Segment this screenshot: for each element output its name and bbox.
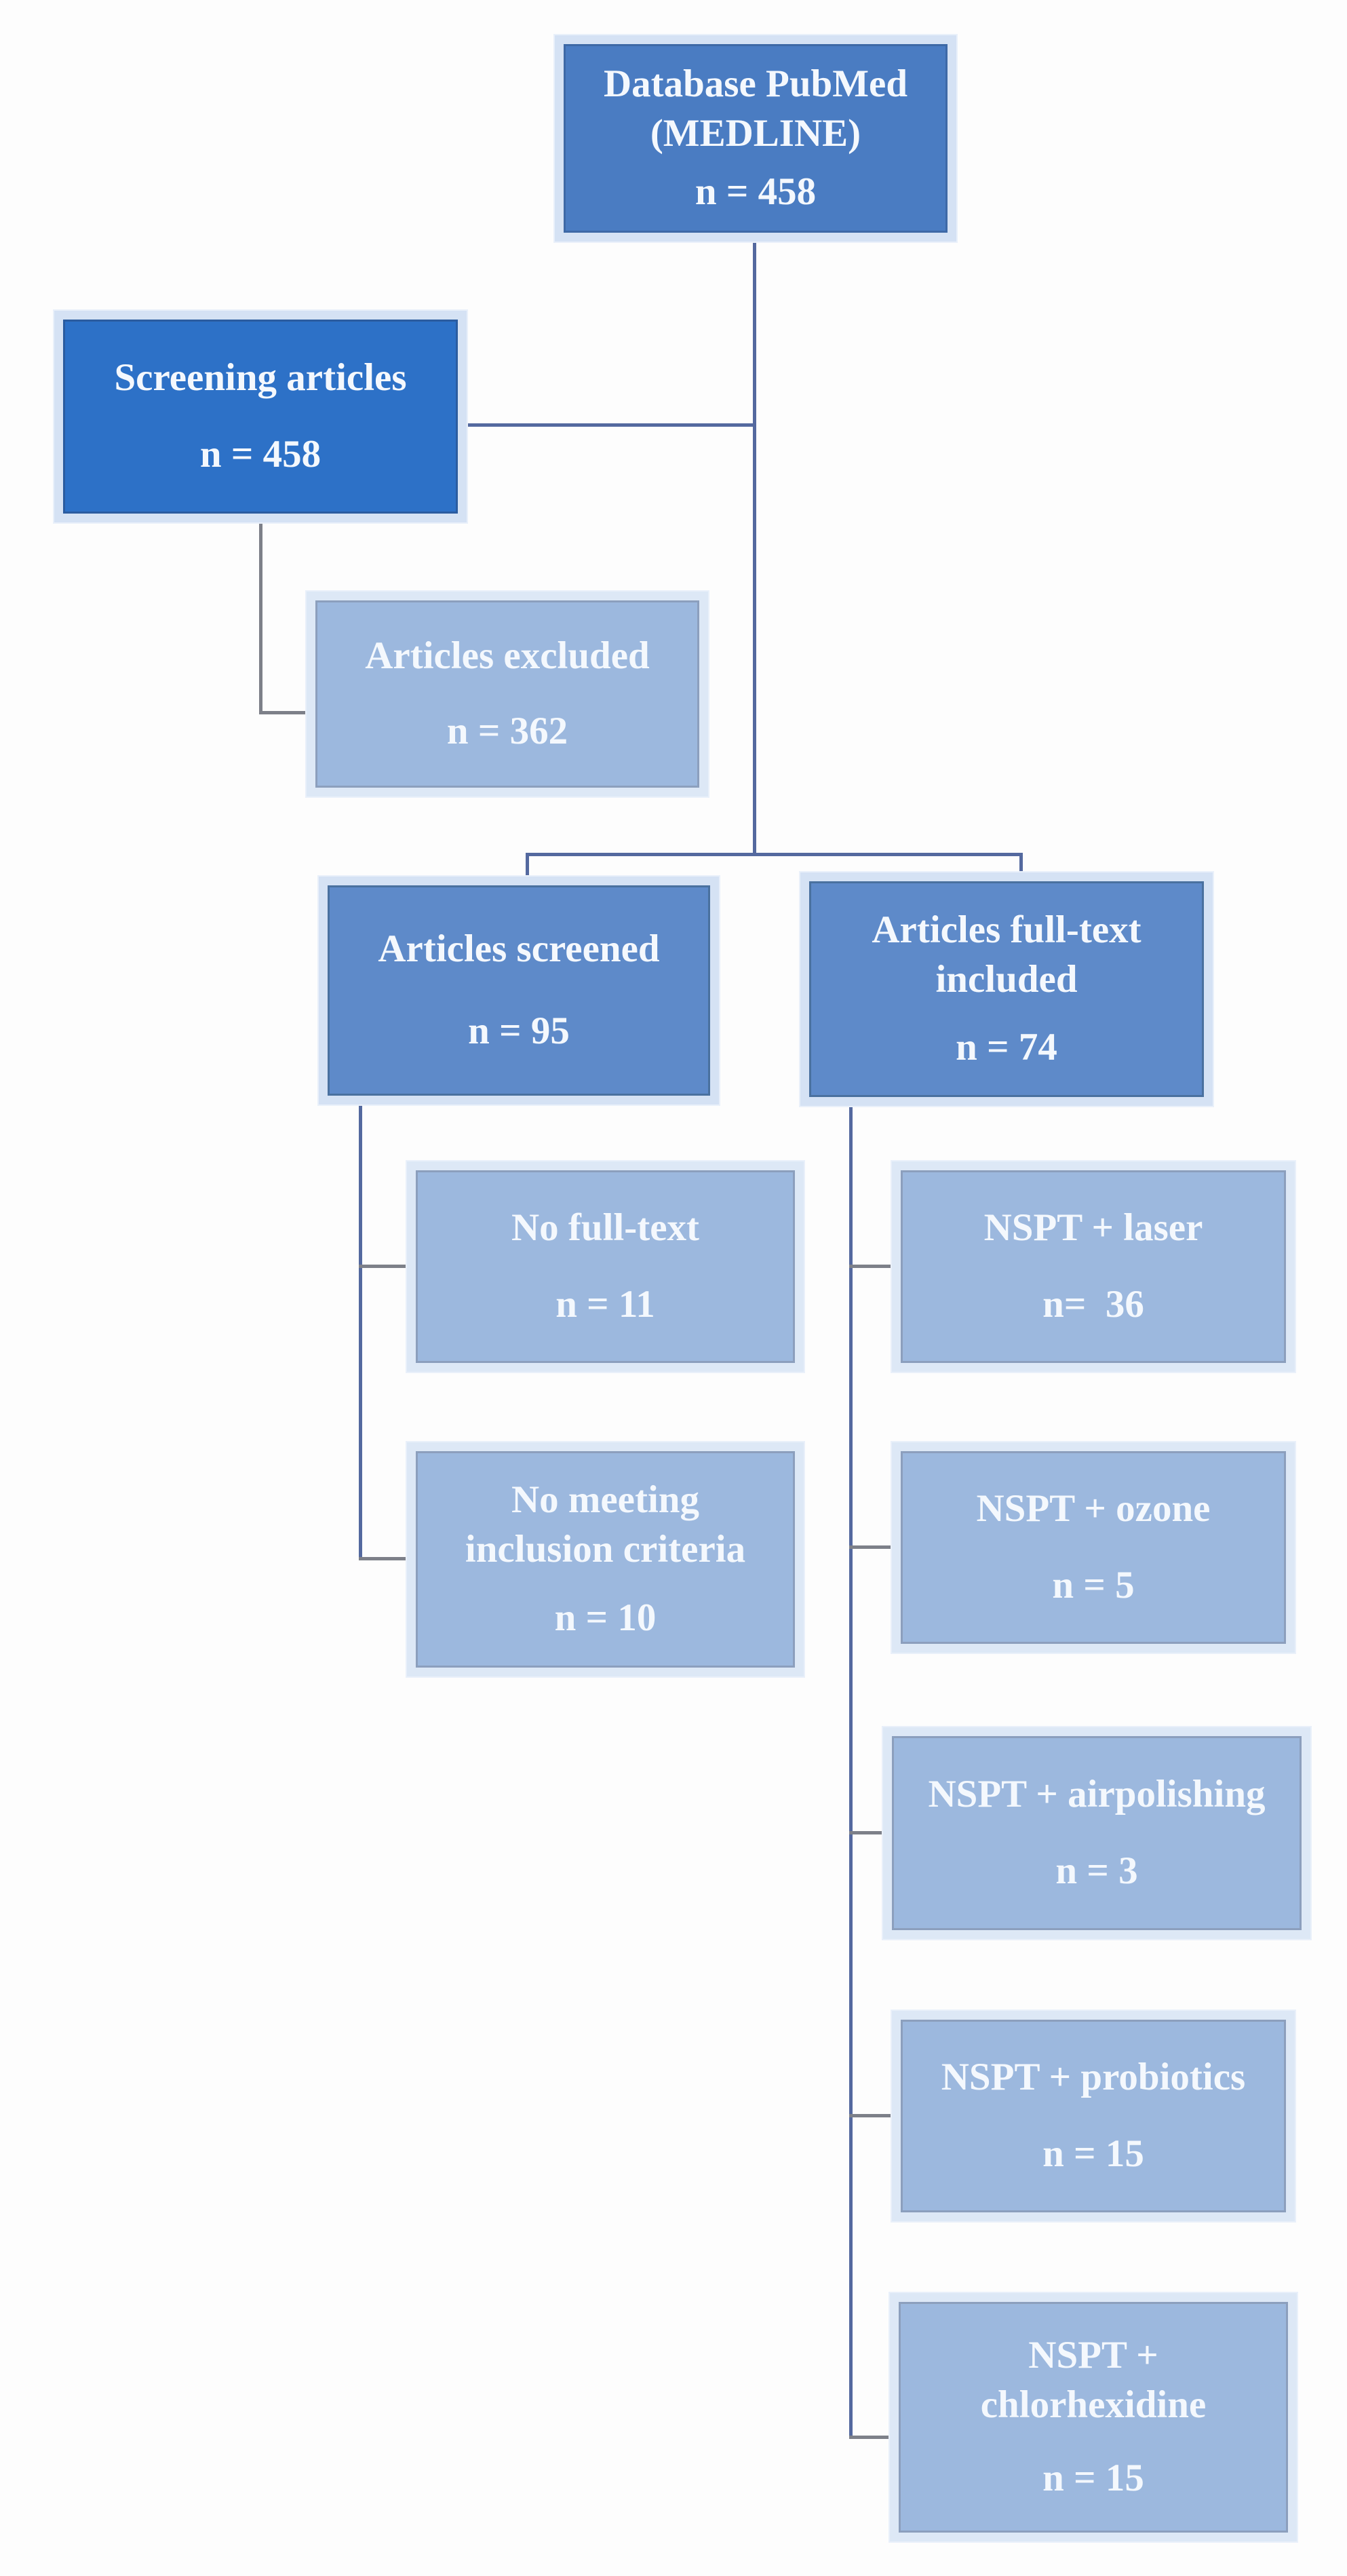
node-screening-articles: Screening articles n = 458 — [54, 311, 467, 522]
node-count: n = 362 — [446, 709, 568, 752]
node-no-meeting-inclusion-criteria: No meeting inclusion criteria n = 10 — [407, 1442, 804, 1676]
node-label: Screening articles — [114, 355, 407, 399]
node-label: Articles screened — [378, 927, 660, 970]
node-count: n = 3 — [1055, 1849, 1138, 1893]
connector-drop-screened — [526, 853, 529, 879]
node-articles-screened: Articles screened n = 95 — [319, 877, 719, 1104]
node-nspt-ozone: NSPT + ozone n = 5 — [892, 1442, 1295, 1653]
connector-pubmed-trunk — [753, 242, 756, 855]
node-count: n= 36 — [1042, 1283, 1144, 1326]
node-count: n = 15 — [1042, 2132, 1144, 2176]
node-label: Database PubMed (MEDLINE) — [603, 62, 908, 155]
node-count: n = 458 — [199, 433, 321, 476]
node-label: Articles full-text included — [872, 908, 1141, 1001]
node-label: NSPT + laser — [983, 1206, 1203, 1250]
node-nspt-airpolishing: NSPT + airpolishing n = 3 — [883, 1727, 1310, 1939]
node-label: NSPT + ozone — [976, 1487, 1211, 1531]
node-database-pubmed: Database PubMed (MEDLINE) n = 458 — [555, 35, 956, 242]
node-articles-fulltext-included: Articles full-text included n = 74 — [800, 872, 1213, 1106]
node-label: Articles excluded — [365, 634, 650, 678]
connector-fulltext-trunk — [849, 1106, 853, 2439]
node-count: n = 10 — [554, 1596, 657, 1639]
node-label: NSPT + airpolishing — [928, 1772, 1266, 1815]
connector-excluded-elbow-h — [259, 711, 308, 714]
connector-stub-ozone — [849, 1545, 893, 1549]
connector-stub-airpolishing — [849, 1831, 884, 1834]
node-count: n = 74 — [956, 1026, 1057, 1069]
node-nspt-laser: NSPT + laser n= 36 — [892, 1161, 1295, 1372]
node-label: NSPT + probiotics — [941, 2056, 1246, 2099]
node-nspt-chlorhexidine: NSPT + chlorhexidine n = 15 — [890, 2293, 1297, 2541]
node-label: No full-text — [511, 1206, 699, 1250]
node-count: n = 95 — [468, 1010, 570, 1053]
connector-stub-no-fulltext — [359, 1265, 408, 1268]
connector-stub-chlorhexidine — [849, 2436, 891, 2439]
connector-drop-fulltext — [1019, 853, 1023, 874]
connector-screened-trunk — [359, 1104, 362, 1560]
node-no-fulltext: No full-text n = 11 — [407, 1161, 804, 1372]
connector-split-bar — [526, 853, 1023, 856]
node-count: n = 5 — [1052, 1564, 1135, 1607]
connector-stub-laser — [849, 1265, 893, 1268]
connector-stub-no-meeting — [359, 1557, 408, 1560]
node-count: n = 11 — [555, 1283, 655, 1326]
node-count: n = 458 — [695, 170, 817, 214]
connector-screening-link — [467, 423, 754, 427]
connector-excluded-elbow-v — [259, 522, 262, 714]
node-label: NSPT + chlorhexidine — [980, 2334, 1207, 2427]
connector-stub-probiotics — [849, 2114, 893, 2117]
node-label: No meeting inclusion criteria — [465, 1478, 746, 1571]
node-count: n = 15 — [1042, 2456, 1144, 2499]
node-articles-excluded: Articles excluded n = 362 — [307, 592, 708, 796]
node-nspt-probiotics: NSPT + probiotics n = 15 — [892, 2011, 1295, 2221]
